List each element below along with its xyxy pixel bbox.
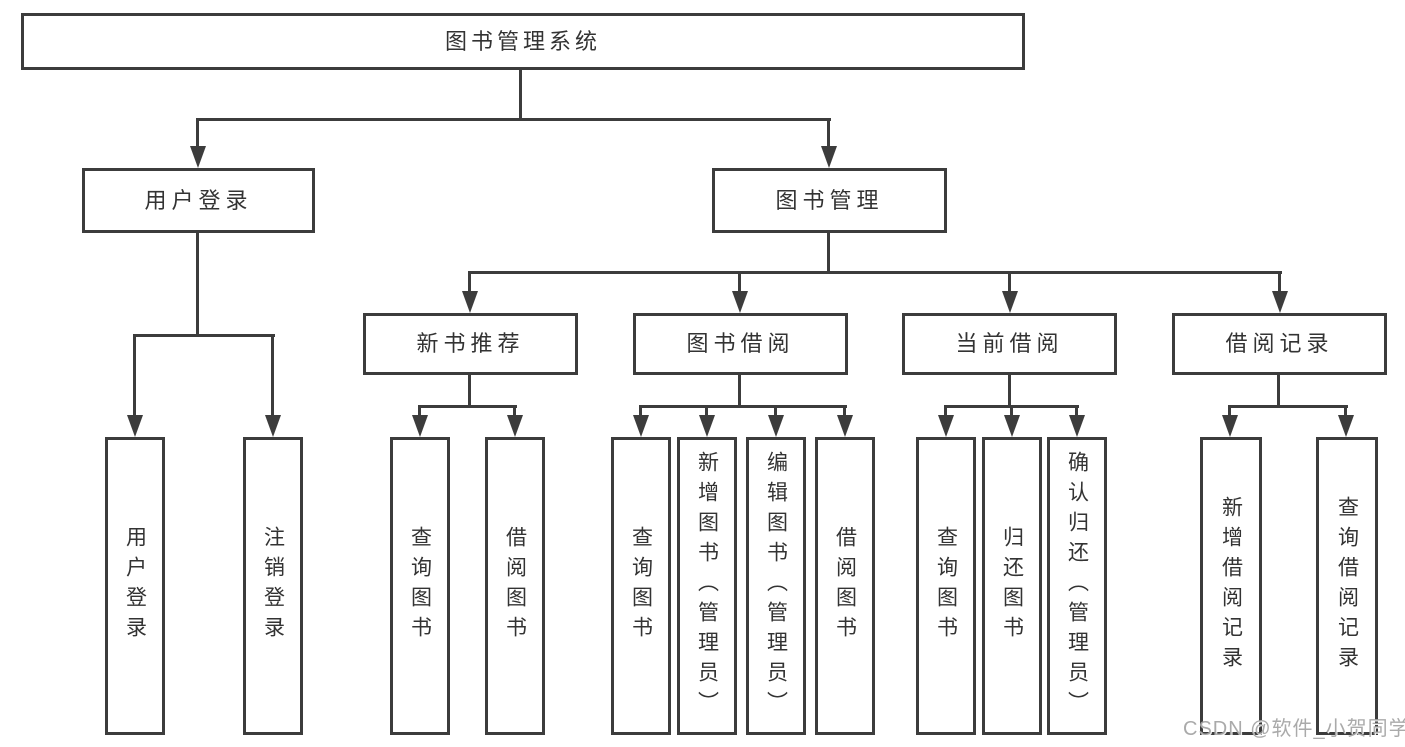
connector-newbook-bar xyxy=(418,405,517,408)
arrow-down-icon xyxy=(412,415,428,437)
connector-records-drop-1 xyxy=(1228,405,1231,419)
node-user-login: 用户登录 xyxy=(82,168,315,233)
leaf-label: 查询图书 xyxy=(629,526,653,646)
connector-root-bar xyxy=(196,118,831,121)
arrow-down-icon xyxy=(462,291,478,313)
connector-borrowing-bar xyxy=(639,405,847,408)
arrow-down-icon xyxy=(821,146,837,168)
leaf-label: 归还图书 xyxy=(1000,526,1024,646)
connector-userlogin-drop-1 xyxy=(133,334,136,418)
node-return-books: 归还图书 xyxy=(982,437,1042,735)
node-new-book-recommendation: 新书推荐 xyxy=(363,313,578,375)
connector-borrowing-drop-1 xyxy=(639,405,642,419)
node-confirm-return-admin: 确认归还（管理员） xyxy=(1047,437,1107,735)
arrow-down-icon xyxy=(265,415,281,437)
node-query-borrow-record: 查询借阅记录 xyxy=(1316,437,1378,735)
arrow-down-icon xyxy=(1338,415,1354,437)
connector-current-stem xyxy=(1008,375,1011,408)
connector-newbook-stem xyxy=(468,375,471,408)
connector-current-drop-3 xyxy=(1075,405,1078,419)
connector-bookmgmt-drop-1 xyxy=(468,271,471,295)
arrow-down-icon xyxy=(1069,415,1085,437)
node-user-login-leaf: 用户登录 xyxy=(105,437,165,735)
connector-records-stem xyxy=(1277,375,1280,408)
arrow-down-icon xyxy=(768,415,784,437)
connector-bookmgmt-stem xyxy=(827,233,830,274)
node-query-books-current: 查询图书 xyxy=(916,437,976,735)
arrow-down-icon xyxy=(1272,291,1288,313)
arrow-down-icon xyxy=(190,146,206,168)
leaf-label: 查询图书 xyxy=(934,526,958,646)
node-borrowing-records: 借阅记录 xyxy=(1172,313,1387,375)
connector-records-bar xyxy=(1228,405,1348,408)
watermark-text: CSDN @软件_小贺同学 xyxy=(1183,718,1405,740)
arrow-down-icon xyxy=(938,415,954,437)
leaf-label: 新增借阅记录 xyxy=(1219,496,1243,676)
arrow-down-icon xyxy=(507,415,523,437)
leaf-label: 新增图书（管理员） xyxy=(695,451,719,721)
node-add-books-admin: 新增图书（管理员） xyxy=(677,437,737,735)
connector-newbook-drop-2 xyxy=(513,405,516,419)
arrow-down-icon xyxy=(1002,291,1018,313)
leaf-label: 编辑图书（管理员） xyxy=(764,451,788,721)
node-edit-books-admin: 编辑图书（管理员） xyxy=(746,437,806,735)
connector-borrowing-drop-3 xyxy=(774,405,777,419)
node-current-borrowing: 当前借阅 xyxy=(902,313,1117,375)
connector-current-drop-2 xyxy=(1010,405,1013,419)
leaf-label: 查询借阅记录 xyxy=(1335,496,1359,676)
arrow-down-icon xyxy=(633,415,649,437)
connector-borrowing-stem xyxy=(738,375,741,408)
connector-userlogin-drop-2 xyxy=(271,334,274,418)
arrow-down-icon xyxy=(127,415,143,437)
connector-root-drop-right xyxy=(827,118,830,150)
connector-newbook-drop-1 xyxy=(418,405,421,419)
connector-bookmgmt-drop-2 xyxy=(738,271,741,295)
arrow-down-icon xyxy=(1222,415,1238,437)
leaf-label: 借阅图书 xyxy=(833,526,857,646)
connector-borrowing-drop-2 xyxy=(705,405,708,419)
arrow-down-icon xyxy=(837,415,853,437)
connector-root-stem xyxy=(519,70,522,121)
arrow-down-icon xyxy=(732,291,748,313)
connector-bookmgmt-drop-3 xyxy=(1008,271,1011,295)
connector-userlogin-stem xyxy=(196,233,199,336)
node-add-borrow-record: 新增借阅记录 xyxy=(1200,437,1262,735)
connector-current-drop-1 xyxy=(944,405,947,419)
node-query-books-recommend: 查询图书 xyxy=(390,437,450,735)
connector-bookmgmt-bar xyxy=(468,271,1282,274)
connector-root-drop-left xyxy=(196,118,199,150)
leaf-label: 确认归还（管理员） xyxy=(1065,451,1089,721)
node-book-borrowing: 图书借阅 xyxy=(633,313,848,375)
connector-borrowing-drop-4 xyxy=(843,405,846,419)
node-logout: 注销登录 xyxy=(243,437,303,735)
arrow-down-icon xyxy=(1004,415,1020,437)
connector-bookmgmt-drop-4 xyxy=(1278,271,1281,295)
leaf-label: 借阅图书 xyxy=(503,526,527,646)
node-book-management: 图书管理 xyxy=(712,168,947,233)
connector-records-drop-2 xyxy=(1344,405,1347,419)
arrow-down-icon xyxy=(699,415,715,437)
node-borrow-books-recommend: 借阅图书 xyxy=(485,437,545,735)
node-library-management-system: 图书管理系统 xyxy=(21,13,1025,70)
node-borrow-books-borrowing: 借阅图书 xyxy=(815,437,875,735)
leaf-label: 查询图书 xyxy=(408,526,432,646)
node-query-books-borrowing: 查询图书 xyxy=(611,437,671,735)
leaf-label: 用户登录 xyxy=(123,526,147,646)
leaf-label: 注销登录 xyxy=(261,526,285,646)
connector-userlogin-bar xyxy=(133,334,275,337)
